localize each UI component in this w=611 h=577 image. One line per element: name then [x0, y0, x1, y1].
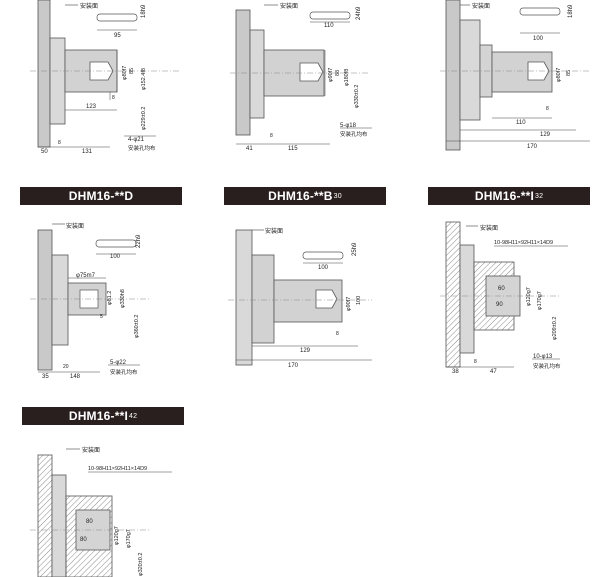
dim-95: 95 — [114, 33, 121, 39]
mount-holes-label: 安装孔均布 — [128, 144, 156, 152]
dim-90-i32: 90 — [496, 302, 503, 308]
dim-47: 47 — [490, 369, 497, 375]
mount-face-label-d: 安装面 — [66, 222, 84, 230]
mount-face-label-2: 安装面 — [280, 2, 298, 10]
dim-phi229: φ229±0.2 — [141, 107, 147, 130]
dim-25h9: 25h9 — [352, 242, 358, 256]
mount-holes-label-d: 安装孔均布 — [110, 368, 138, 376]
dim-18h9-r: 18h9 — [568, 4, 574, 18]
dim-phi330h8: φ330h8 — [120, 289, 126, 308]
drawing-top-left: 安装面 95 18h9 φ80f7 85 φ152.4f8 φ229±0.2 1… — [30, 0, 180, 155]
dim-85: 85 — [129, 68, 135, 74]
header-model-b30-text: DHM16-**B — [268, 189, 333, 203]
dim-170-b: 170 — [288, 363, 299, 369]
dim-18h9: 18h9 — [141, 4, 147, 18]
dim-129-r: 129 — [540, 132, 551, 138]
header-model-d-text: DHM16-**D — [68, 189, 134, 203]
header-model-i32-sub: 32 — [534, 192, 544, 200]
drawing-top-middle: 安装面 110 24h9 φ90f7 88 φ180f8 φ330±0.2 5-… — [230, 2, 372, 152]
dim-5-phi18: 5-φ18 — [340, 123, 357, 129]
dim-80-i42b: 80 — [80, 537, 87, 543]
dim-115: 115 — [288, 146, 298, 152]
dim-10-phi13: 10-φ13 — [533, 354, 553, 360]
dim-100-b: 100 — [318, 265, 329, 271]
dim-phi120g7-i42: φ120g7 — [114, 526, 120, 545]
dim-170-r: 170 — [527, 144, 538, 150]
drawing-model-i42: 安装面 10-98H11×92H11×14D9 80 80 φ120g7 φ17… — [30, 446, 172, 577]
dim-phi80f7-r: φ80f7 — [556, 68, 562, 82]
dim-80-i42a: 80 — [86, 519, 93, 525]
dim-8b: 8 — [58, 140, 61, 146]
dim-110: 110 — [324, 23, 334, 29]
dim-8: 8 — [270, 133, 273, 139]
dim-35: 35 — [42, 374, 49, 380]
dim-22h9: 22h9 — [136, 234, 142, 248]
dim-100-b2: 100 — [356, 296, 362, 305]
dim-100-r: 100 — [533, 36, 544, 42]
dim-phi90f7-b: φ90f7 — [346, 297, 352, 311]
dim-phi80f7: φ80f7 — [122, 66, 128, 80]
dim-phi81: φ81.2 — [107, 291, 113, 305]
mount-face-label-b: 安装面 — [265, 227, 283, 235]
dim-8-b: 8 — [336, 331, 339, 337]
mount-face-label-3: 安装面 — [472, 2, 490, 10]
dim-phi180: φ180f8 — [344, 69, 350, 86]
mount-face-label: 安装面 — [80, 2, 98, 10]
dim-phi170g7: φ170g7 — [537, 291, 543, 310]
dim-5-phi22: 5-φ22 — [110, 360, 127, 366]
drawing-model-i32: 安装面 10-98H11×92H11×14D9 60 90 φ120g7 φ17… — [440, 221, 568, 375]
dim-phi209: φ209±0.2 — [552, 317, 558, 340]
drawing-top-right: 安装面 18h9 100 φ80f7 85 8 110 129 170 — [440, 0, 590, 151]
dim-129-b: 129 — [300, 348, 311, 354]
dim-5-d: 5 — [100, 314, 103, 320]
dim-phi152: φ152.4f8 — [141, 68, 147, 90]
dim-phi90f7: φ90f7 — [328, 68, 334, 82]
dim-phi170g7-i42: φ170g7 — [126, 529, 132, 548]
dim-8a: 8 — [112, 95, 115, 101]
drawing-model-b30: 安装面 25h9 100 φ90f7 100 8 129 170 — [228, 227, 372, 369]
dim-41: 41 — [246, 146, 253, 152]
dim-38: 38 — [452, 369, 459, 375]
dim-88: 88 — [335, 70, 341, 76]
dim-8-i32: 8 — [474, 359, 477, 365]
dim-60-i32: 60 — [498, 286, 505, 292]
spline-spec-i42: 10-98H11×92H11×14D9 — [88, 466, 147, 472]
header-model-i42-text: DHM16-**I — [68, 409, 128, 423]
mount-holes-label-i32: 安装孔均布 — [533, 362, 561, 370]
dim-100-d: 100 — [110, 254, 121, 260]
dim-phi330: φ330±0.2 — [354, 85, 360, 108]
dim-phi120g7: φ120g7 — [526, 287, 532, 306]
dim-phi75m7: φ75m7 — [76, 273, 96, 279]
dim-123: 123 — [86, 104, 97, 110]
dim-110-r: 110 — [516, 120, 526, 126]
spline-spec-i32: 10-98H11×92H11×14D9 — [494, 240, 553, 246]
header-model-d: DHM16-**D — [20, 187, 182, 205]
dim-8-r: 8 — [546, 106, 549, 112]
dim-20-d: 20 — [63, 364, 69, 370]
dim-phi320: φ320±0.2 — [138, 553, 144, 576]
drawing-model-d: 安装面 22h9 100 φ75m7 φ81.2 5 φ330h8 φ360±0… — [30, 222, 150, 380]
dim-148: 148 — [70, 374, 81, 380]
header-model-b30-sub: 30 — [333, 192, 342, 200]
dim-131: 131 — [82, 149, 93, 155]
dim-50: 50 — [41, 149, 48, 155]
dim-24h9: 24h9 — [356, 6, 362, 20]
dim-phi360: φ360±0.2 — [134, 315, 140, 338]
mount-face-label-i32: 安装面 — [480, 224, 498, 232]
mount-face-label-i42: 安装面 — [82, 446, 100, 454]
mount-holes-label-2: 安装孔均布 — [340, 130, 368, 138]
dim-85-r: 85 — [566, 70, 572, 76]
header-model-i32-text: DHM16-**I — [474, 189, 534, 203]
header-model-i42-sub: 42 — [128, 412, 138, 420]
dim-4-phi21: 4-φ21 — [128, 137, 145, 143]
